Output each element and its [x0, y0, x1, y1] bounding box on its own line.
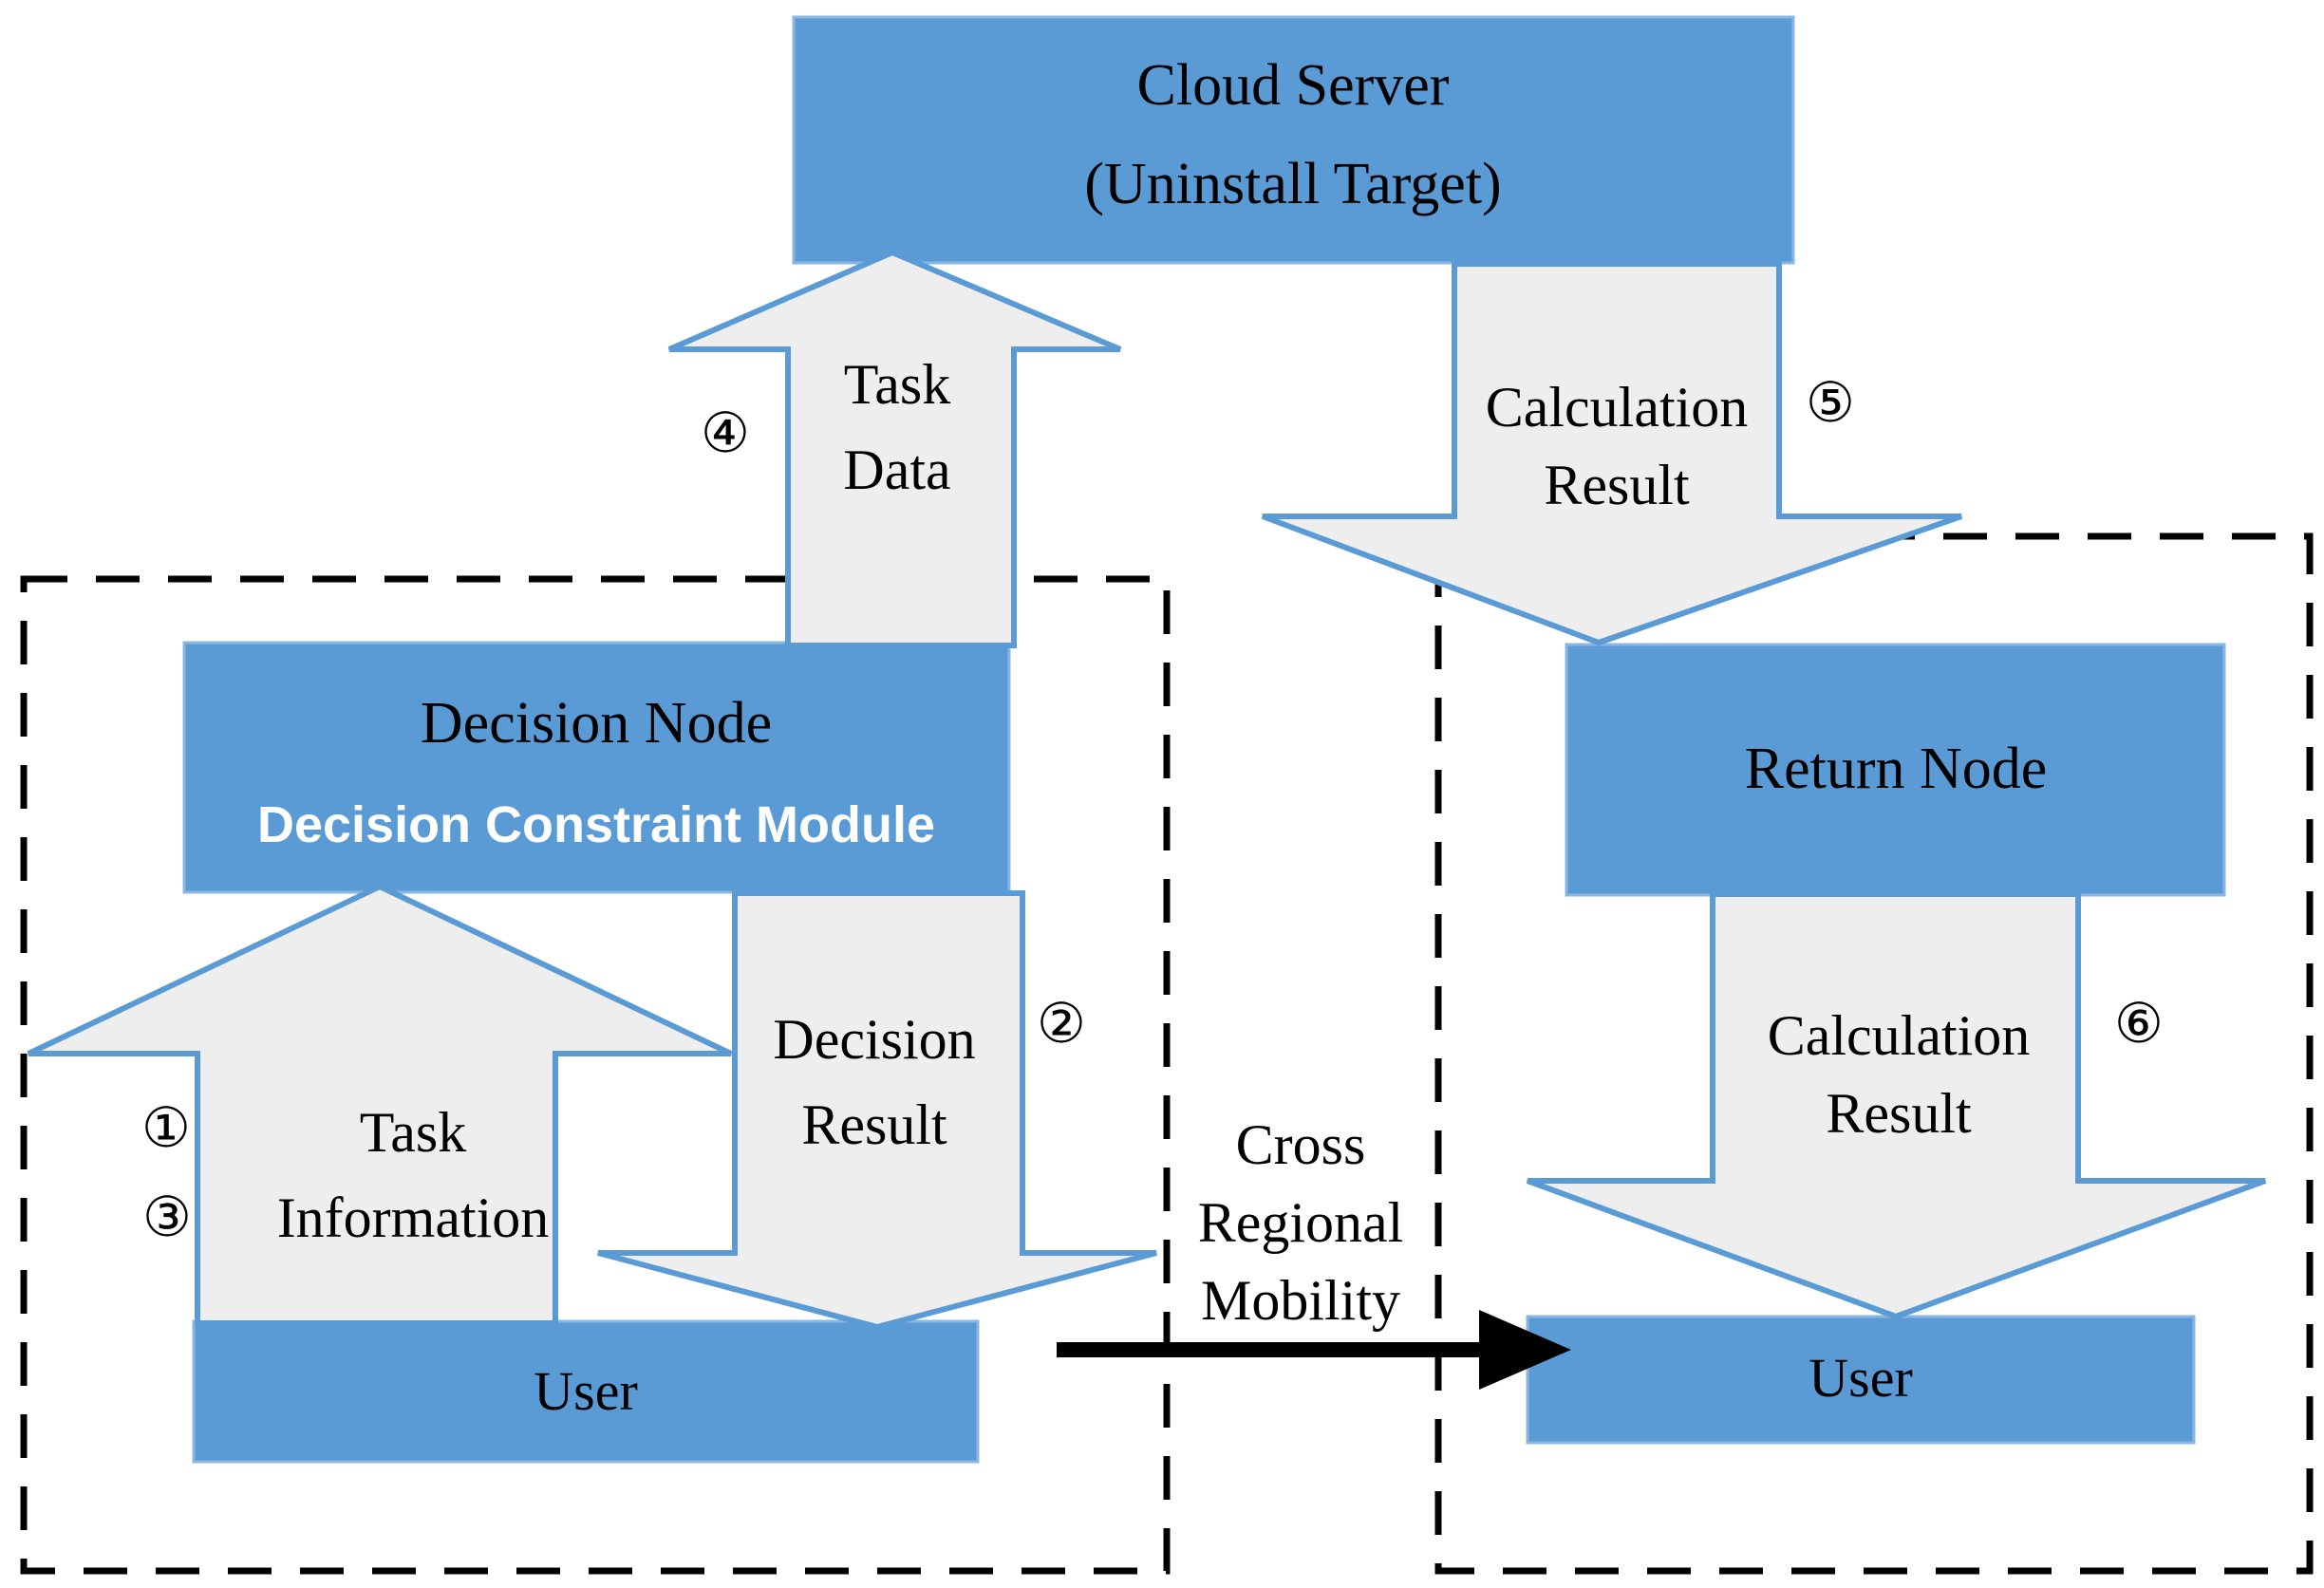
user-right-box — [1526, 1315, 2196, 1445]
cloud-server-label: Cloud Server (Uninstall Target) — [1084, 36, 1501, 234]
task-information-line2: Information — [276, 1186, 550, 1249]
step-1-badge: ① — [141, 1095, 191, 1160]
mobility-arrow-head-icon — [1479, 1310, 1571, 1390]
task-data-line2: Data — [843, 439, 951, 501]
return-node-box — [1565, 643, 2226, 897]
calculation-result-cloud-line1: Calculation — [1485, 376, 1749, 439]
calculation-result-return-down-arrow — [1526, 891, 2267, 1320]
task-information-line1: Task — [359, 1101, 467, 1164]
user-left-box — [192, 1319, 980, 1464]
task-information-up-arrow — [27, 883, 733, 1326]
cloud-server-line1: Cloud Server — [1136, 53, 1450, 118]
calculation-result-cloud-down-arrow — [1261, 261, 1962, 646]
task-data-label: Task Data — [843, 342, 950, 513]
cloud-server-line2: (Uninstall Target) — [1084, 152, 1502, 216]
user-left-label: User — [534, 1360, 638, 1422]
task-information-label: Task Information — [277, 1090, 550, 1261]
calculation-result-return-label: Calculation Result — [1768, 997, 2031, 1152]
user-right-label: User — [1809, 1347, 1913, 1409]
decision-result-down-arrow — [597, 890, 1157, 1331]
calculation-result-return-line2: Result — [1826, 1082, 1972, 1145]
mobility-arrow-shaft — [1057, 1342, 1482, 1357]
decision-node-title: Decision Node — [420, 691, 773, 756]
mobility-line2: Regional — [1197, 1191, 1404, 1254]
decision-node-box — [182, 641, 1011, 894]
calculation-result-return-line1: Calculation — [1767, 1004, 2031, 1067]
step-4-badge: ④ — [701, 401, 750, 465]
decision-result-label: Decision Result — [773, 997, 975, 1168]
step-5-badge: ⑤ — [1806, 370, 1855, 435]
step-2-badge: ② — [1037, 991, 1086, 1056]
calculation-result-cloud-line2: Result — [1544, 454, 1690, 516]
step-3-badge: ③ — [142, 1185, 192, 1249]
mobility-line1: Cross — [1235, 1113, 1366, 1176]
decision-constraint-module-label: Decision Constraint Module — [256, 796, 936, 853]
calculation-result-cloud-label: Calculation Result — [1486, 368, 1749, 524]
decision-result-line1: Decision — [773, 1008, 976, 1071]
left-region-dashed-border — [20, 575, 1171, 1575]
decision-result-line2: Result — [801, 1093, 947, 1156]
step-6-badge: ⑥ — [2114, 991, 2164, 1056]
mobility-line3: Mobility — [1200, 1269, 1401, 1332]
cloud-server-box — [792, 15, 1795, 265]
task-data-line1: Task — [843, 353, 951, 416]
cross-regional-mobility-label: Cross Regional Mobility — [1198, 1106, 1404, 1339]
task-data-up-arrow — [667, 249, 1122, 648]
return-node-label: Return Node — [1744, 737, 2048, 801]
